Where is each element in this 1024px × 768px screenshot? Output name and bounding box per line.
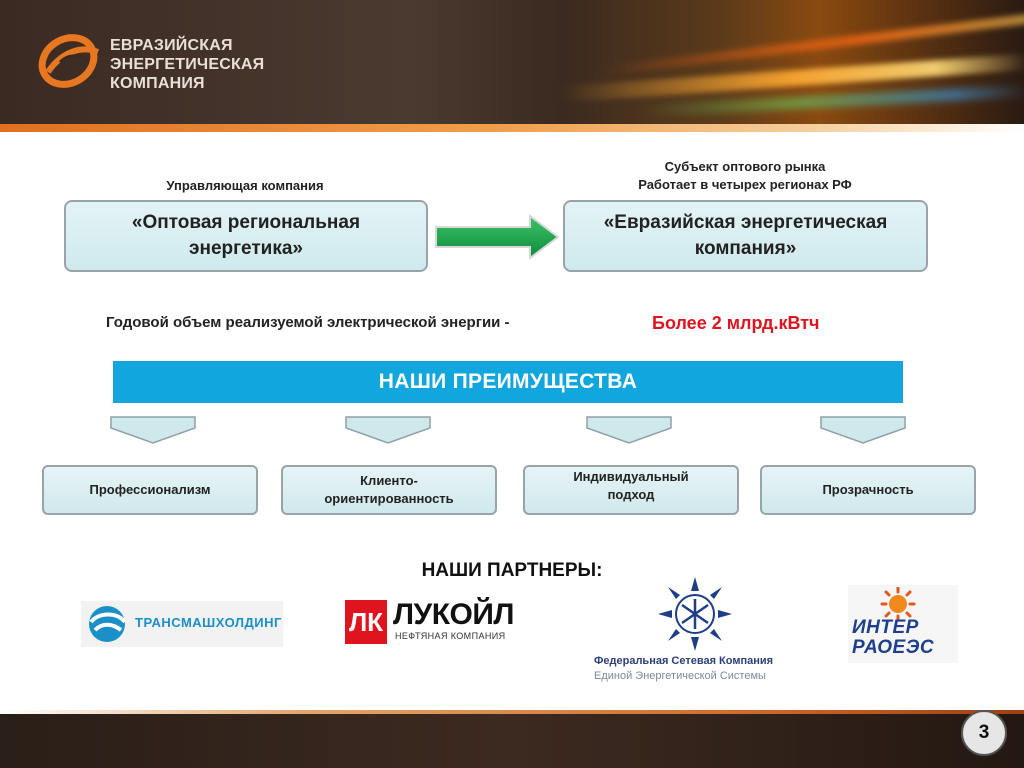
- managing-company-label: Управляющая компания: [166, 178, 324, 193]
- chevron-down-icon: [586, 416, 672, 444]
- chevron-down-icon: [345, 416, 431, 444]
- advantage-text: подход: [607, 487, 655, 502]
- company-logo-text: ЕВРАЗИЙСКАЯ ЭНЕРГЕТИЧЕСКАЯ КОМПАНИЯ: [110, 36, 264, 93]
- advantage-professionalism: Профессионализм: [42, 465, 258, 515]
- logo-line: ЕВРАЗИЙСКАЯ: [110, 37, 233, 54]
- advantage-client-orientation: Клиенто- ориентированность: [281, 465, 497, 515]
- logo-line: КОМПАНИЯ: [110, 75, 205, 92]
- managing-company-box: «Оптовая региональная энергетика»: [64, 200, 428, 272]
- annual-volume-value: Более 2 млрд.кВтч: [652, 313, 820, 333]
- partner-transmashholding: ТРАНСМАШХОЛДИНГ: [81, 601, 283, 647]
- chevron-down-icon: [820, 416, 906, 444]
- annual-volume-label: Годовой объем реализуемой электрической …: [106, 314, 510, 331]
- partner-lukoil: ЛК ЛУКОЙЛ НЕФТЯНАЯ КОМПАНИЯ: [345, 598, 515, 646]
- advantage-text: Прозрачность: [822, 482, 914, 497]
- logo-line: ЭНЕРГЕТИЧЕСКАЯ: [110, 56, 265, 73]
- partner-name: ТРАНСМАШХОЛДИНГ: [135, 615, 282, 630]
- partner-subtitle: НЕФТЯНАЯ КОМПАНИЯ: [395, 631, 506, 641]
- partner-inter-rao: ИНТЕР РАОЕЭС: [848, 585, 958, 663]
- chevron-down-icon: [110, 416, 196, 444]
- advantage-individual-approach: Индивидуальный подход: [523, 465, 739, 515]
- partner-fsk: Федеральная Сетевая Компания Единой Энер…: [594, 575, 800, 687]
- fsk-logo-icon: [658, 577, 732, 651]
- partners-title: НАШИ ПАРТНЕРЫ:: [421, 560, 603, 581]
- market-subject-line: Субъект оптового рынка: [664, 159, 826, 174]
- market-subject-label: Субъект оптового рынка Работает в четыре…: [560, 158, 930, 194]
- partner-subtitle: Единой Энергетической Системы: [594, 670, 766, 682]
- partner-name: ЛУКОЙЛ: [393, 598, 514, 631]
- advantages-banner: НАШИ ПРЕИМУЩЕСТВА: [113, 361, 903, 403]
- footer-divider: [0, 710, 1024, 716]
- footer-band: [0, 714, 1024, 768]
- page-number-badge: 3: [961, 710, 1007, 756]
- header-divider: [0, 124, 1024, 132]
- eurasian-company-box: «Евразийская энергетическая компания»: [563, 200, 928, 272]
- right-arrow-icon: [435, 214, 560, 260]
- advantage-text: ориентированность: [324, 491, 454, 506]
- inter-rao-logo-icon: [880, 587, 916, 621]
- regions-line: Работает в четырех регионах РФ: [638, 177, 852, 192]
- company-logo-icon: [38, 34, 100, 88]
- advantage-transparency: Прозрачность: [760, 465, 976, 515]
- advantage-text: Клиенто-: [360, 473, 418, 488]
- header-banner: [0, 0, 1024, 126]
- partner-name-line: РАОЕЭС: [852, 637, 935, 658]
- partner-name-line: ИНТЕР: [852, 617, 919, 638]
- transmash-logo-icon: [89, 606, 127, 642]
- partner-name: Федеральная Сетевая Компания: [594, 655, 774, 667]
- advantage-text: Индивидуальный: [573, 469, 689, 484]
- advantage-text: Профессионализм: [89, 482, 211, 497]
- lukoil-logo-icon: ЛК: [345, 600, 387, 644]
